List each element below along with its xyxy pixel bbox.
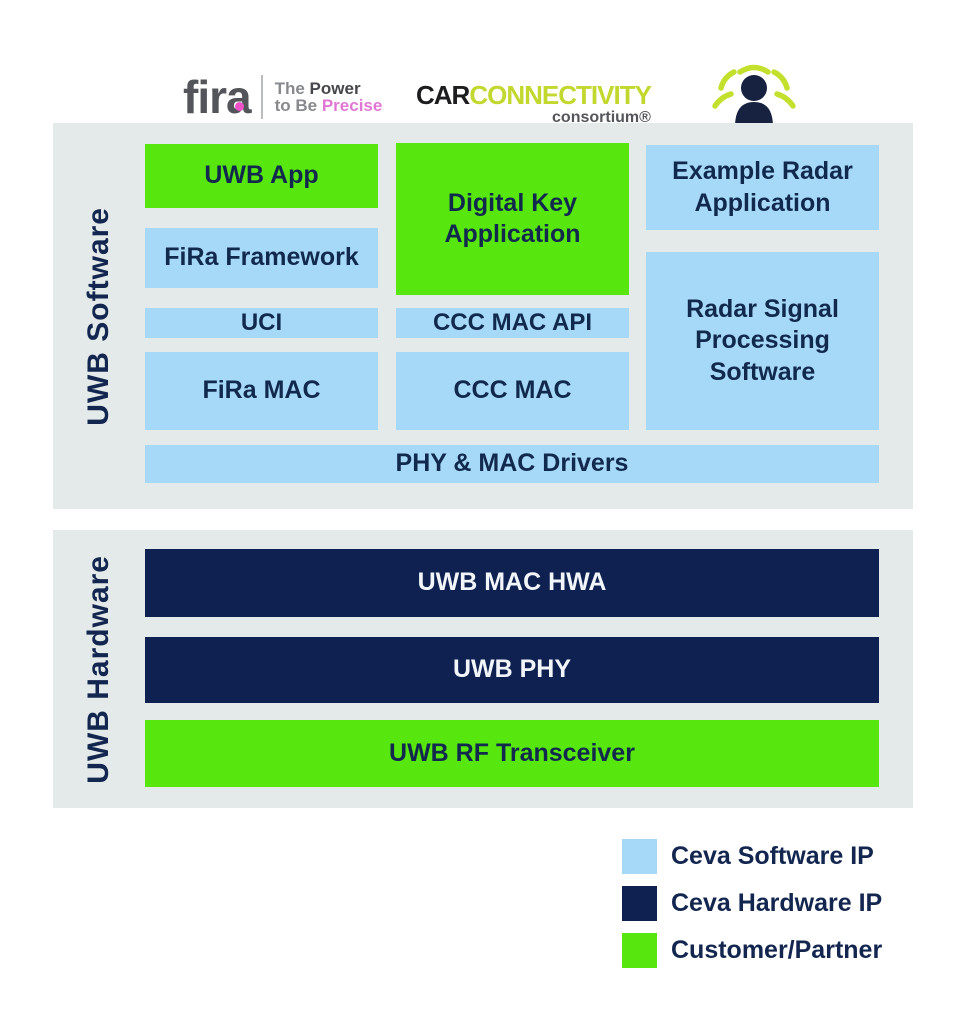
- person-radar-icon: [708, 60, 800, 133]
- legend-label: Ceva Software IP: [671, 842, 874, 870]
- block-ccc-mac-api: CCC MAC API: [396, 308, 629, 338]
- ccc-logo-car: CAR: [416, 80, 470, 110]
- block-uci: UCI: [145, 308, 378, 338]
- legend-label: Customer/Partner: [671, 936, 883, 964]
- block-uwb-phy: UWB PHY: [145, 637, 879, 703]
- block-ccc-mac: CCC MAC: [396, 352, 629, 430]
- block-example-radar-application: Example Radar Application: [646, 145, 879, 230]
- legend-swatch-software-ip: [622, 839, 657, 874]
- fira-wordmark: fira: [183, 71, 252, 123]
- ccc-logo-connectivity: CONNECTIVITY: [469, 80, 652, 110]
- uwb-hardware-section-label: UWB Hardware: [82, 554, 115, 784]
- block-uwb-app: UWB App: [145, 144, 378, 208]
- uwb-software-section-label: UWB Software: [82, 206, 115, 426]
- legend-swatch-hardware-ip: [622, 886, 657, 921]
- legend-item-customer-partner: Customer/Partner: [622, 933, 882, 968]
- fira-tagline-line1-normal: The: [274, 79, 310, 98]
- legend-label: Ceva Hardware IP: [671, 889, 883, 917]
- block-fira-mac: FiRa MAC: [145, 352, 378, 430]
- fira-wordmark-text: fira: [183, 71, 252, 123]
- fira-logo: fira The Power to Be Precise: [183, 74, 382, 120]
- legend-swatch-customer-partner: [622, 933, 657, 968]
- fira-tagline-line1-bold: Power: [309, 79, 361, 98]
- block-uwb-mac-hwa: UWB MAC HWA: [145, 549, 879, 617]
- ccc-logo-consortium: consortium®: [552, 109, 651, 126]
- legend-item-ceva-hardware-ip: Ceva Hardware IP: [622, 886, 882, 921]
- fira-logo-divider: [260, 75, 263, 119]
- uwb-software-section: UWB Software UWB App FiRa Framework UCI …: [53, 123, 913, 509]
- fira-dot-icon: [234, 102, 244, 111]
- fira-tagline-line2-normal: to Be: [274, 96, 322, 115]
- block-digital-key-application: Digital Key Application: [396, 143, 629, 295]
- uwb-hardware-section: UWB Hardware UWB MAC HWA UWB PHY UWB RF …: [53, 530, 913, 808]
- car-connectivity-consortium-logo: CARCONNECTIVITY consortium®: [416, 80, 652, 127]
- block-radar-signal-processing-software: Radar Signal Processing Software: [646, 252, 879, 430]
- fira-tagline: The Power to Be Precise: [275, 80, 383, 114]
- block-uwb-rf-transceiver: UWB RF Transceiver: [145, 720, 879, 787]
- fira-tagline-line2-bold: Precise: [321, 96, 383, 115]
- legend: Ceva Software IP Ceva Hardware IP Custom…: [622, 839, 882, 980]
- block-fira-framework: FiRa Framework: [145, 228, 378, 288]
- block-phy-mac-drivers: PHY & MAC Drivers: [145, 445, 879, 483]
- legend-item-ceva-software-ip: Ceva Software IP: [622, 839, 882, 874]
